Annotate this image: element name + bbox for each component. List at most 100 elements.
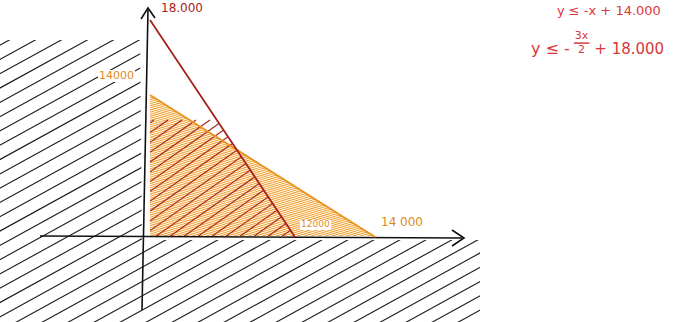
hatch-stroke — [0, 30, 689, 322]
hatch-stroke — [0, 30, 689, 322]
hatch-stroke — [120, 120, 420, 322]
hatch-stroke — [271, 30, 689, 322]
hatch-stroke — [0, 30, 689, 322]
hatch-stroke — [92, 120, 392, 322]
hatch-stroke — [0, 30, 634, 322]
hatch-stroke — [106, 120, 406, 322]
hatch-stroke — [0, 30, 144, 322]
hatch-stroke — [0, 30, 689, 322]
hatch-stroke — [222, 30, 689, 322]
hatch-stroke — [320, 30, 689, 322]
hatch-stroke — [0, 120, 140, 322]
hatch-stroke — [0, 30, 18, 322]
hatch-stroke — [0, 30, 277, 322]
hatch-stroke — [0, 30, 689, 322]
hatch-stroke — [68, 30, 689, 322]
hatch-stroke — [33, 30, 689, 322]
hatch-stroke — [215, 30, 689, 322]
hatch-stroke — [173, 30, 689, 322]
hatch-stroke — [0, 30, 606, 322]
hatch-stroke — [208, 30, 689, 322]
hatch-stroke — [110, 30, 689, 322]
hatch-stroke — [0, 30, 689, 322]
hatch-stroke — [0, 30, 669, 322]
hatch-stroke — [0, 30, 81, 322]
x-axis — [40, 236, 462, 238]
hatch-stroke — [288, 0, 689, 322]
hatch-stroke — [0, 0, 238, 322]
hatch-stroke — [0, 30, 689, 322]
hatch-stroke — [0, 0, 186, 322]
hatch-stroke — [0, 30, 578, 322]
inequality-part: y ≤ - — [530, 40, 571, 58]
orange-region-hatching — [0, 30, 689, 322]
hatch-stroke — [0, 30, 88, 322]
hatch-stroke — [0, 30, 165, 322]
hatch-stroke — [232, 120, 532, 322]
hatch-stroke — [0, 30, 53, 322]
hatch-stroke — [0, 30, 592, 322]
hatch-stroke — [0, 120, 224, 322]
hatch-stroke — [0, 30, 627, 322]
hatch-stroke — [184, 0, 689, 322]
hatch-stroke — [0, 30, 689, 322]
hatch-stroke — [348, 30, 689, 322]
hatch-stroke — [0, 30, 109, 322]
hatch-stroke — [0, 120, 126, 322]
hatch-stroke — [366, 0, 689, 322]
hatch-stroke — [340, 0, 689, 322]
hatch-stroke — [210, 0, 689, 322]
hatch-stroke — [0, 30, 689, 322]
hatch-stroke — [138, 30, 689, 322]
red-boundary-line — [150, 20, 295, 237]
hatch-stroke — [0, 30, 689, 322]
hatch-stroke — [0, 30, 689, 322]
hatch-stroke — [8, 120, 308, 322]
hatch-stroke — [0, 30, 689, 322]
hatch-stroke — [383, 30, 689, 322]
hatch-stroke — [0, 30, 689, 322]
hatch-stroke — [0, 30, 95, 322]
hatch-stroke — [292, 30, 689, 322]
hatch-stroke — [0, 30, 648, 322]
hatch-stroke — [89, 30, 689, 322]
hatch-stroke — [0, 0, 56, 322]
hatch-stroke — [0, 30, 689, 322]
hatch-stroke — [262, 0, 689, 322]
hatch-stroke — [0, 30, 242, 322]
hatch-stroke — [264, 30, 689, 322]
hatch-stroke — [0, 30, 689, 322]
hatch-stroke — [0, 30, 102, 322]
hatch-stroke — [159, 30, 689, 322]
hatch-stroke — [0, 30, 689, 322]
hatch-stroke — [124, 30, 689, 322]
hatch-stroke — [2, 0, 602, 322]
inequality-part: + 18.000 — [593, 41, 665, 58]
hatch-stroke — [285, 30, 689, 322]
hatch-stroke — [0, 30, 689, 322]
hatch-stroke — [201, 30, 689, 322]
hatch-stroke — [0, 30, 39, 322]
inequality: y ≤ -x + 14.000 — [556, 4, 662, 18]
hatch-stroke — [274, 120, 574, 322]
axis-value: 14 000 — [380, 216, 424, 229]
hatch-stroke — [0, 30, 25, 322]
hatch-stroke — [0, 0, 446, 322]
hatch-stroke — [28, 0, 628, 322]
hatch-stroke — [0, 30, 689, 322]
hatch-stroke — [0, 120, 84, 322]
hatch-stroke — [0, 30, 689, 322]
hatch-stroke — [0, 30, 641, 322]
hatch-stroke — [0, 30, 151, 322]
hatch-stroke — [260, 120, 560, 322]
hatch-stroke — [19, 30, 689, 322]
hatch-stroke — [0, 30, 193, 322]
hatch-stroke — [0, 120, 28, 322]
hatch-stroke — [250, 30, 689, 322]
hatch-stroke — [0, 30, 689, 322]
hatch-stroke — [0, 30, 158, 322]
hatch-stroke — [0, 30, 683, 322]
hatch-stroke — [82, 30, 689, 322]
hatch-stroke — [0, 30, 689, 322]
hatch-stroke — [0, 30, 689, 322]
